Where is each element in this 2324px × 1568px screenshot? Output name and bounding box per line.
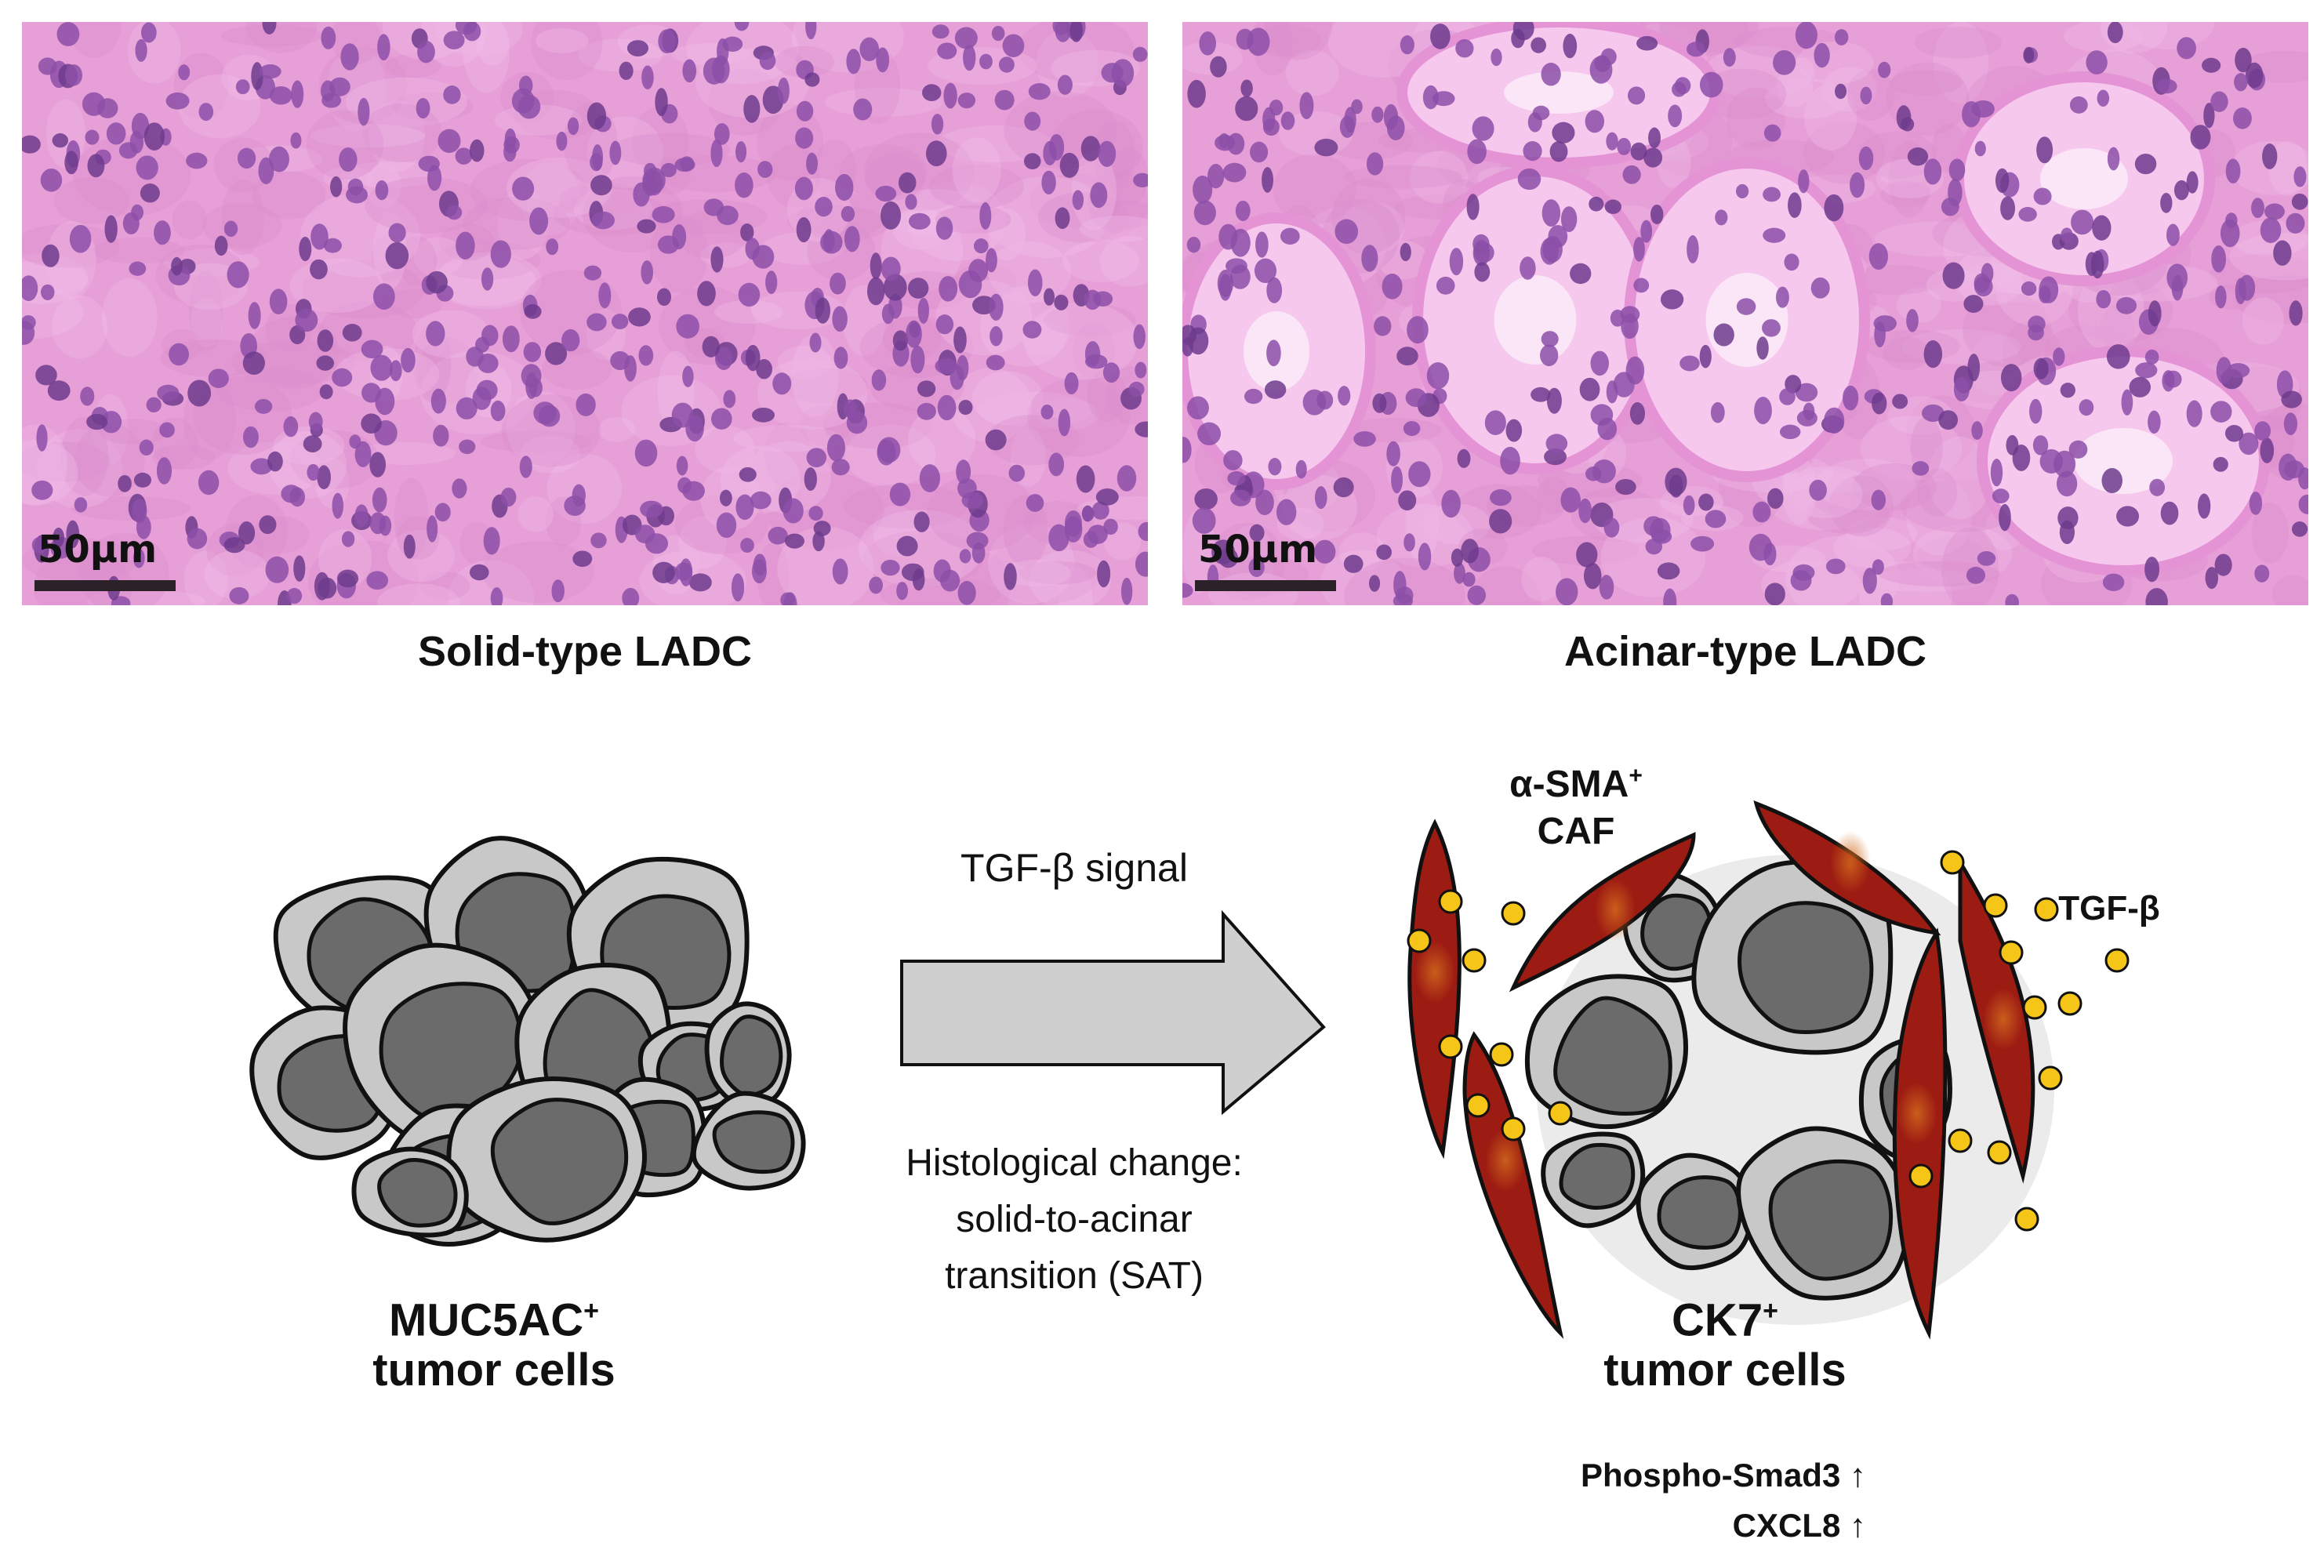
- tgfb-dot: [1987, 1140, 2012, 1165]
- tumor-cell: [1524, 974, 1688, 1130]
- tumor-cell: [446, 1076, 647, 1243]
- tumor-cell: [704, 1001, 792, 1109]
- asma-sup: +: [1629, 763, 1643, 789]
- tumor-cell: [1541, 1131, 1646, 1229]
- caf-highlight: [1897, 1082, 1937, 1145]
- tgfb-dot: [2057, 991, 2083, 1016]
- caf-highlight: [1414, 941, 1455, 1004]
- acinar-tumor-structure: [1407, 800, 2130, 1340]
- tgfb-dot: [1489, 1042, 1514, 1067]
- muc5ac-tumor-cells-label: MUC5AC+ tumor cells: [298, 1286, 690, 1396]
- tgfb-dot: [1940, 850, 1965, 875]
- tgfb-dot: [2104, 948, 2130, 973]
- muc5ac-label: MUC5AC: [389, 1294, 584, 1346]
- scale-bar-right: [1195, 580, 1336, 591]
- tgfb-dot: [1465, 1093, 1491, 1118]
- solid-type-histology-image: 50μm: [22, 22, 1148, 605]
- solid-tumor-cell-cluster: [249, 836, 806, 1247]
- scale-bar-left: [34, 580, 176, 591]
- solid-histology-texture: [22, 22, 1148, 605]
- tgfb-dot: [1501, 1116, 1526, 1142]
- scale-bar-label-left: 50μm: [38, 528, 158, 572]
- muc5ac-sup: +: [583, 1296, 599, 1326]
- asma-label: α-SMA: [1509, 764, 1629, 805]
- tumor-cell: [691, 1091, 806, 1191]
- histological-change-label: Histological change: solid-to-acinar tra…: [847, 1135, 1302, 1305]
- muc5ac-sub: tumor cells: [372, 1345, 615, 1396]
- tgfb-dot: [2034, 897, 2059, 922]
- caf-highlight: [1595, 878, 1636, 941]
- tgfb-dot: [1983, 893, 2008, 918]
- tgfb-dot: [2022, 995, 2047, 1020]
- tumor-cell: [1736, 1126, 1911, 1301]
- tumor-cell: [1636, 1152, 1754, 1270]
- ck7-label: CK7: [1672, 1294, 1763, 1346]
- caf-sub: CAF: [1537, 811, 1615, 852]
- tgfb-dot: [1548, 1101, 1573, 1126]
- caf-highlight: [1830, 831, 1871, 894]
- scale-bar-label-right: 50μm: [1198, 528, 1318, 572]
- ck7-sup: +: [1763, 1296, 1778, 1326]
- caption-solid-type: Solid-type LADC: [418, 628, 752, 675]
- cxcl8-label: CXCL8 ↑: [1732, 1507, 1866, 1544]
- tgfb-signal-label: TGF-β signal: [960, 846, 1188, 890]
- tgfb-dot: [1462, 948, 1487, 973]
- caf-highlight: [1983, 988, 2024, 1051]
- tgfb-dot: [1407, 928, 1432, 953]
- histological-change-line-3: transition (SAT): [945, 1255, 1204, 1297]
- histological-change-line-1: Histological change:: [906, 1142, 1243, 1184]
- tgfb-dot: [1438, 889, 1463, 914]
- histological-change-line-2: solid-to-acinar: [956, 1199, 1193, 1240]
- tgfb-dot: [1438, 1034, 1463, 1059]
- ck7-tumor-cells-label: CK7+ tumor cells: [1521, 1286, 1929, 1396]
- phospho-smad3-label: Phospho-Smad3 ↑: [1580, 1457, 1866, 1494]
- tgfb-dot: [2038, 1065, 2063, 1091]
- caf-highlight: [1485, 1129, 1526, 1192]
- tgfb-dot: [2014, 1207, 2039, 1232]
- caf-label: α-SMA+ CAF: [1451, 753, 1701, 855]
- caption-acinar-type: Acinar-type LADC: [1563, 628, 1927, 675]
- tgfb-label: TGF-β: [2058, 889, 2160, 927]
- acinar-type-histology-image: 50μm: [1182, 22, 2308, 605]
- acinar-histology-texture: [1182, 22, 2308, 605]
- tgfb-dot: [1948, 1128, 1973, 1153]
- ck7-sub: tumor cells: [1603, 1345, 1846, 1396]
- tumor-cell: [351, 1146, 469, 1238]
- tgfb-dot: [1908, 1163, 1934, 1189]
- transition-arrow: [900, 909, 1326, 1116]
- tgfb-dot: [1999, 940, 2024, 965]
- tgfb-dot: [1501, 901, 1526, 926]
